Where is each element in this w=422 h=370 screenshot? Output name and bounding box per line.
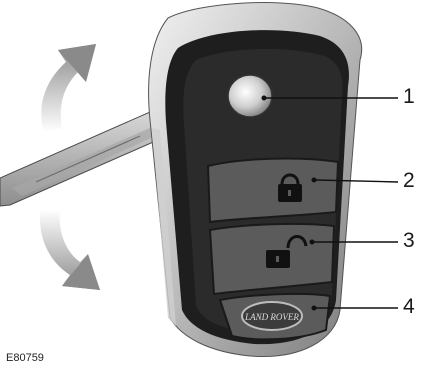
callout-3: 3 <box>403 230 415 251</box>
figure-reference-code: E80759 <box>6 352 44 364</box>
land-rover-logo: LAND ROVER <box>242 302 302 330</box>
logo-button[interactable]: LAND ROVER <box>220 294 330 339</box>
callout-2: 2 <box>403 170 415 191</box>
callout-1: 1 <box>403 86 415 107</box>
logo-text: LAND ROVER <box>244 312 299 322</box>
callout-4: 4 <box>403 296 415 317</box>
key-blade <box>0 112 176 206</box>
unlock-button[interactable] <box>210 224 334 294</box>
fold-down-arrow <box>40 210 100 290</box>
lock-button[interactable] <box>208 159 338 222</box>
fold-up-arrow <box>41 44 96 132</box>
